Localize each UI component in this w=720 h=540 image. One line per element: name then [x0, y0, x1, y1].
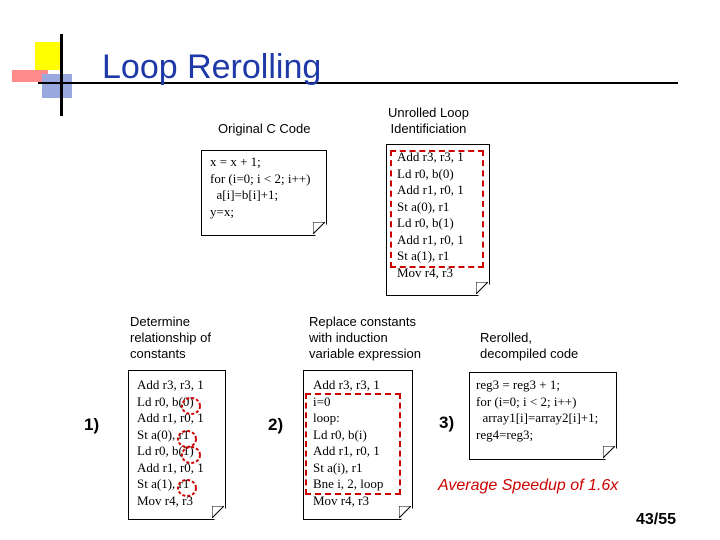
unrolled-label: Unrolled Loop Identificiation	[388, 105, 469, 136]
unrolled-code-text: Add r3, r3, 1 Ld r0, b(0) Add r1, r0, 1 …	[397, 149, 464, 280]
note-fold-icon	[399, 506, 411, 518]
step2-code-note: Add r3, r3, 1 i=0 loop: Ld r0, b(i) Add …	[303, 370, 413, 520]
speedup-text: Average Speedup of 1.6x	[438, 477, 619, 494]
original-code-note: x = x + 1; for (i=0; i < 2; i++) a[i]=b[…	[201, 150, 327, 236]
step1-label: Determine relationship of constants	[130, 314, 211, 361]
title-underline	[38, 82, 678, 84]
note-fold-icon	[476, 282, 488, 294]
step2-loop-highlight-box	[305, 393, 401, 495]
step1-number: 1)	[84, 415, 100, 434]
title-decoration-yellow	[35, 42, 63, 70]
step2-number: 2)	[268, 415, 284, 434]
note-fold-icon	[603, 446, 615, 458]
original-code-text: x = x + 1; for (i=0; i < 2; i++) a[i]=b[…	[210, 154, 311, 219]
title-decoration-blue	[42, 74, 72, 98]
step1-code-note: Add r3, r3, 1 Ld r0, b(0) Add r1, r0, 1 …	[128, 370, 226, 520]
step2-label: Replace constants with induction variabl…	[309, 314, 422, 361]
unrolled-code-note: Add r3, r3, 1 Ld r0, b(0) Add r1, r0, 1 …	[386, 144, 490, 296]
step3-label: Rerolled, decompiled code	[480, 330, 579, 361]
constant-circle-a0	[177, 430, 197, 448]
note-fold-icon	[313, 222, 325, 234]
step3-number: 3)	[439, 413, 455, 432]
step3-code-text: reg3 = reg3 + 1; for (i=0; i < 2; i++) a…	[476, 377, 599, 442]
constant-circle-b0	[181, 397, 201, 415]
original-code-label: Original C Code	[218, 121, 311, 136]
title-decoration-vertical-line	[60, 34, 63, 116]
note-fold-icon	[212, 506, 224, 518]
page-number: 43/55	[636, 511, 677, 528]
title-decoration-red	[12, 70, 48, 82]
constant-circle-a1	[177, 479, 197, 497]
step3-code-note: reg3 = reg3 + 1; for (i=0; i < 2; i++) a…	[469, 372, 617, 460]
step1-code-text: Add r3, r3, 1 Ld r0, b(0) Add r1, r0, 1 …	[137, 377, 204, 508]
unrolled-highlight-box	[390, 150, 484, 268]
step2-code-text: Add r3, r3, 1 i=0 loop: Ld r0, b(i) Add …	[313, 377, 384, 508]
slide-title: Loop Rerolling	[102, 48, 322, 86]
constant-circle-b1	[181, 446, 201, 464]
step1-constant-highlights	[177, 397, 201, 497]
